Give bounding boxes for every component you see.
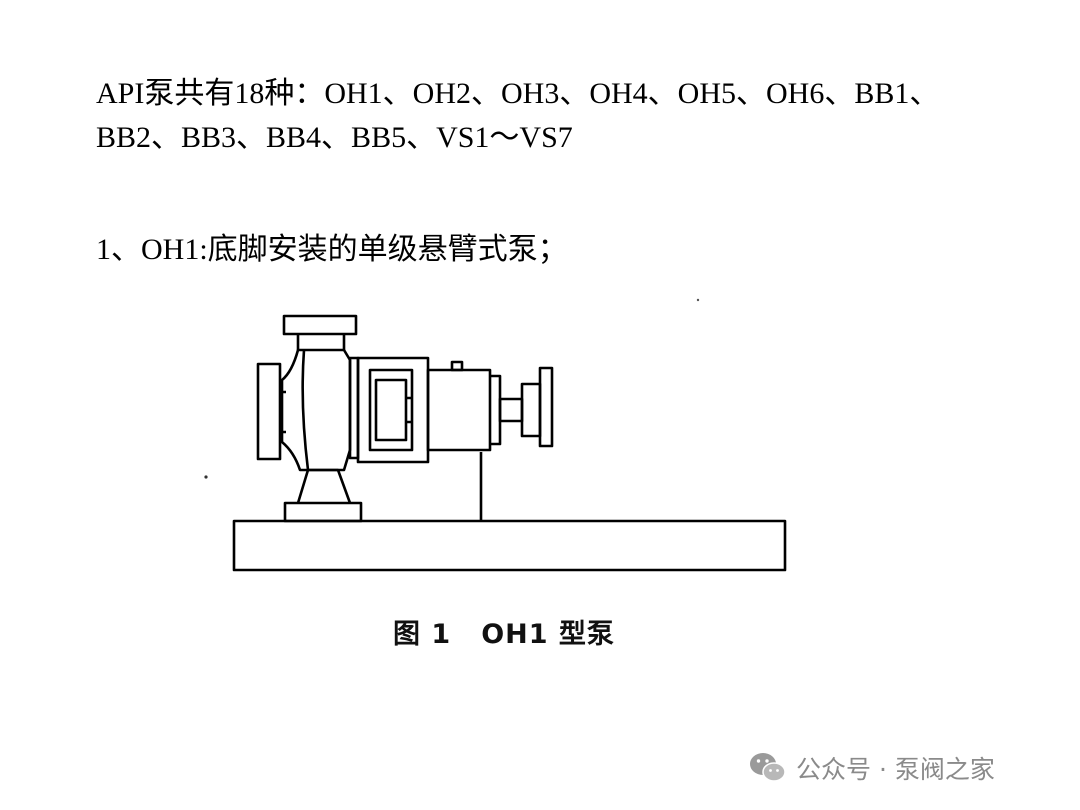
shaft (498, 397, 524, 423)
base-plate (232, 519, 787, 572)
coupling-flange (538, 366, 554, 448)
casing-pedestal (296, 468, 352, 504)
figure-title: OH1 型泵 (481, 619, 615, 650)
intro-line-1: API泵共有18种：OH1、OH2、OH3、OH4、OH5、OH6、BB1、 (96, 77, 940, 110)
watermark: 公众号 · 泵阀之家 (748, 748, 995, 788)
bearing-housing (426, 368, 492, 452)
volute-casing (280, 348, 352, 472)
discharge-flange (282, 314, 358, 336)
discharge-neck (296, 334, 346, 350)
watermark-text: 公众号 · 泵阀之家 (796, 755, 995, 784)
casing-foot (283, 501, 363, 523)
suction-flange (256, 362, 282, 461)
intro-line-2: BB2、BB3、BB4、BB5、VS1～VS7 (96, 121, 573, 154)
bearing-bracket (356, 356, 430, 464)
coupling-hub (520, 382, 542, 438)
item-oh1-description: 1、OH1:底脚安装的单级悬臂式泵； (96, 233, 568, 266)
figure-caption: 图 1 OH1 型泵 (393, 612, 615, 651)
figure-number: 图 1 (393, 619, 452, 650)
intro-paragraph: API泵共有18种：OH1、OH2、OH3、OH4、OH5、OH6、BB1、 B… (96, 72, 1026, 160)
wechat-icon (750, 753, 786, 782)
